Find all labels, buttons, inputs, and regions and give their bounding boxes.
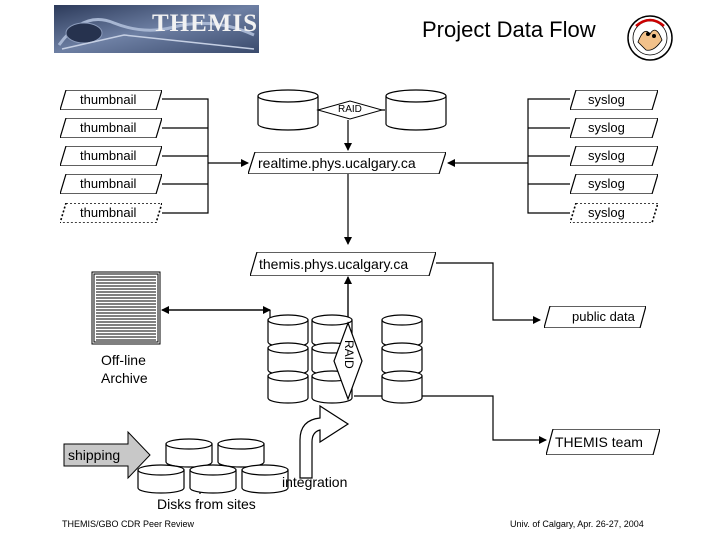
thumbnail-label: thumbnail [80,120,137,135]
themis-logo-banner: THEMIS [54,5,259,53]
thumbnail-label: thumbnail [80,205,137,220]
disks-from-sites-label: Disks from sites [157,496,256,512]
syslog-box-3: syslog [570,146,658,166]
site-disks [137,438,289,494]
shipping-arrow [63,430,151,480]
realtime-server-label: realtime.phys.ucalgary.ca [258,155,416,171]
thumbnail-box-4: thumbnail [60,174,162,194]
shipping-label: shipping [68,447,121,463]
realtime-raid-disks [257,89,447,131]
public-data-label: public data [572,309,635,324]
syslog-box-1: syslog [570,90,658,110]
main-raid-label: RAID [342,340,356,369]
themis-logo-graphic [54,5,259,53]
syslog-label: syslog [588,120,625,135]
syslog-box-5: syslog [570,203,658,223]
thumbnail-label: thumbnail [80,92,137,107]
integration-label: integration [282,474,348,490]
realtime-server-box: realtime.phys.ucalgary.ca [248,152,446,174]
themis-server-box: themis.phys.ucalgary.ca [250,252,436,276]
thumbnail-box-3: thumbnail [60,146,162,166]
syslog-label: syslog [588,148,625,163]
thumbnail-box-1: thumbnail [60,90,162,110]
syslog-label: syslog [588,92,625,107]
offline-archive-tapes [91,271,161,345]
footer-left: THEMIS/GBO CDR Peer Review [62,519,195,529]
public-data-box: public data [544,306,646,328]
syslog-label: syslog [588,176,625,191]
thumbnail-label: thumbnail [80,148,137,163]
themis-seal-logo [624,12,676,62]
realtime-raid-diamond [316,100,384,120]
themis-team-label: THEMIS team [555,434,643,450]
syslog-box-4: syslog [570,174,658,194]
syslog-box-2: syslog [570,118,658,138]
integration-arrow [299,404,350,479]
thumbnail-box-5: thumbnail [60,203,162,223]
realtime-raid-label: RAID [338,104,362,115]
syslog-label: syslog [588,205,625,220]
main-raid-diamond [333,321,363,401]
offline-archive-line1: Off-line [101,352,146,368]
logo-text: THEMIS [152,10,259,37]
themis-team-box: THEMIS team [546,429,660,455]
page-title: Project Data Flow [422,17,596,42]
seal-icon [627,15,673,61]
themis-server-label: themis.phys.ucalgary.ca [259,256,409,272]
thumbnail-box-2: thumbnail [60,118,162,138]
offline-archive-line2: Archive [101,370,148,386]
offline-archive-label: Off-line Archive [101,351,148,387]
footer-right: Univ. of Calgary, Apr. 26-27, 2004 [510,519,644,529]
thumbnail-label: thumbnail [80,176,137,191]
